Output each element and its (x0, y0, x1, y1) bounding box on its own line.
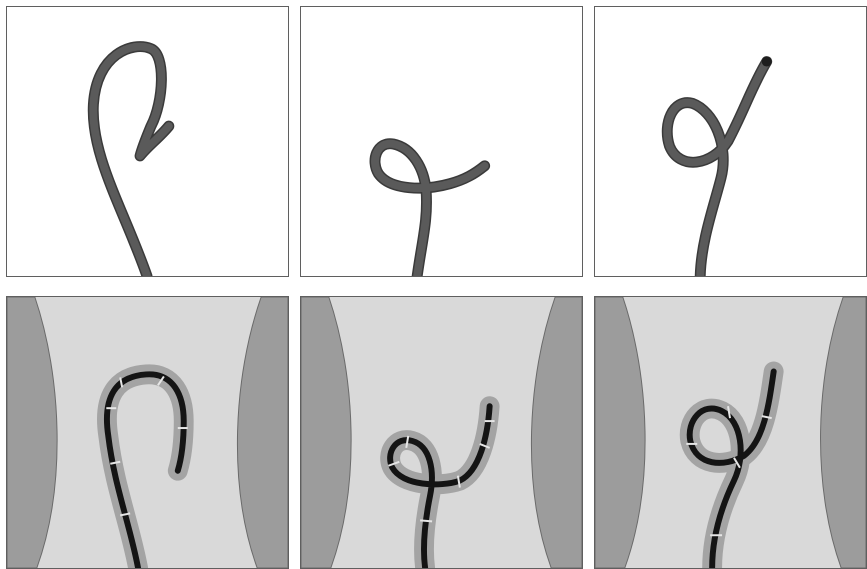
left-flank (7, 297, 57, 568)
imaging-2-svg (301, 297, 582, 568)
left-flank (595, 297, 645, 568)
panel-top-3-loop-with-tail (594, 6, 867, 277)
right-flank (821, 297, 866, 568)
panel-top-1-alpha-loop (6, 6, 289, 277)
scope-shape-2-svg (301, 7, 582, 276)
scope-tube (375, 144, 485, 276)
panel-bottom-2-small-loop (300, 296, 583, 569)
panel-bottom-3-loop-with-tail (594, 296, 867, 569)
right-flank (531, 297, 582, 568)
scope-shape-1-svg (7, 7, 288, 276)
scope-shape-3-svg (595, 7, 866, 276)
panel-bottom-1-alpha-loop (6, 296, 289, 569)
right-flank (237, 297, 288, 568)
imaging-1-svg (7, 297, 288, 568)
scope-tip (762, 57, 772, 67)
left-flank (301, 297, 351, 568)
scope-halo (107, 374, 184, 568)
scope-tube (667, 62, 766, 276)
scope-tube (93, 47, 169, 276)
panel-top-2-small-loop (300, 6, 583, 277)
imaging-3-svg (595, 297, 866, 568)
scope-halo (690, 371, 774, 568)
